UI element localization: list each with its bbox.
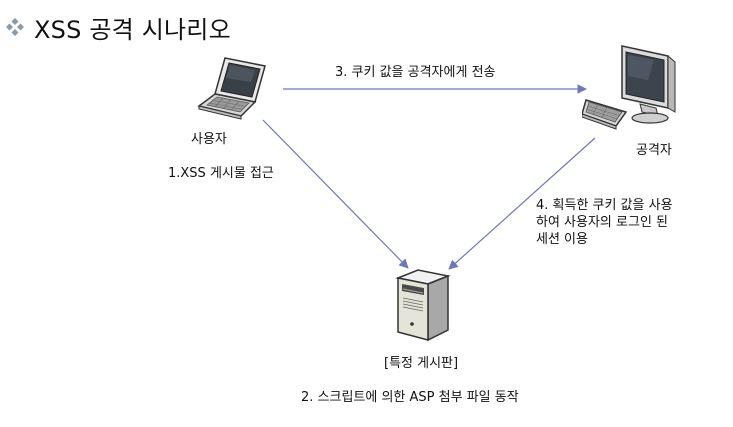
step4-label-line1: 4. 획득한 쿠키 값을 사용 [536,198,673,213]
arrow-attacker-to-board [448,137,596,270]
step2-label: 2. 스크립트에 의한 ASP 첨부 파일 동작 [301,390,519,405]
user-label: 사용자 [191,132,227,147]
page-title: XSS 공격 시나리오 [34,15,231,44]
step3-label: 3. 쿠키 값을 공격자에게 전송 [335,65,496,80]
title-row: XSS 공격 시나리오 [6,12,231,44]
board-label: [특정 게시판] [384,356,459,371]
laptop-icon [197,57,266,120]
step1-label: 1.XSS 게시물 접근 [168,166,274,181]
step4-label-line2: 하여 사용자의 로그인 된 [536,215,668,230]
attacker-label: 공격자 [636,143,672,158]
diamond-bullet-icon [6,18,24,36]
step4-label-line3: 세션 이용 [536,232,588,247]
desktop-computer-icon [582,45,676,130]
arrow-user-to-board [262,119,409,269]
server-icon [395,269,451,342]
